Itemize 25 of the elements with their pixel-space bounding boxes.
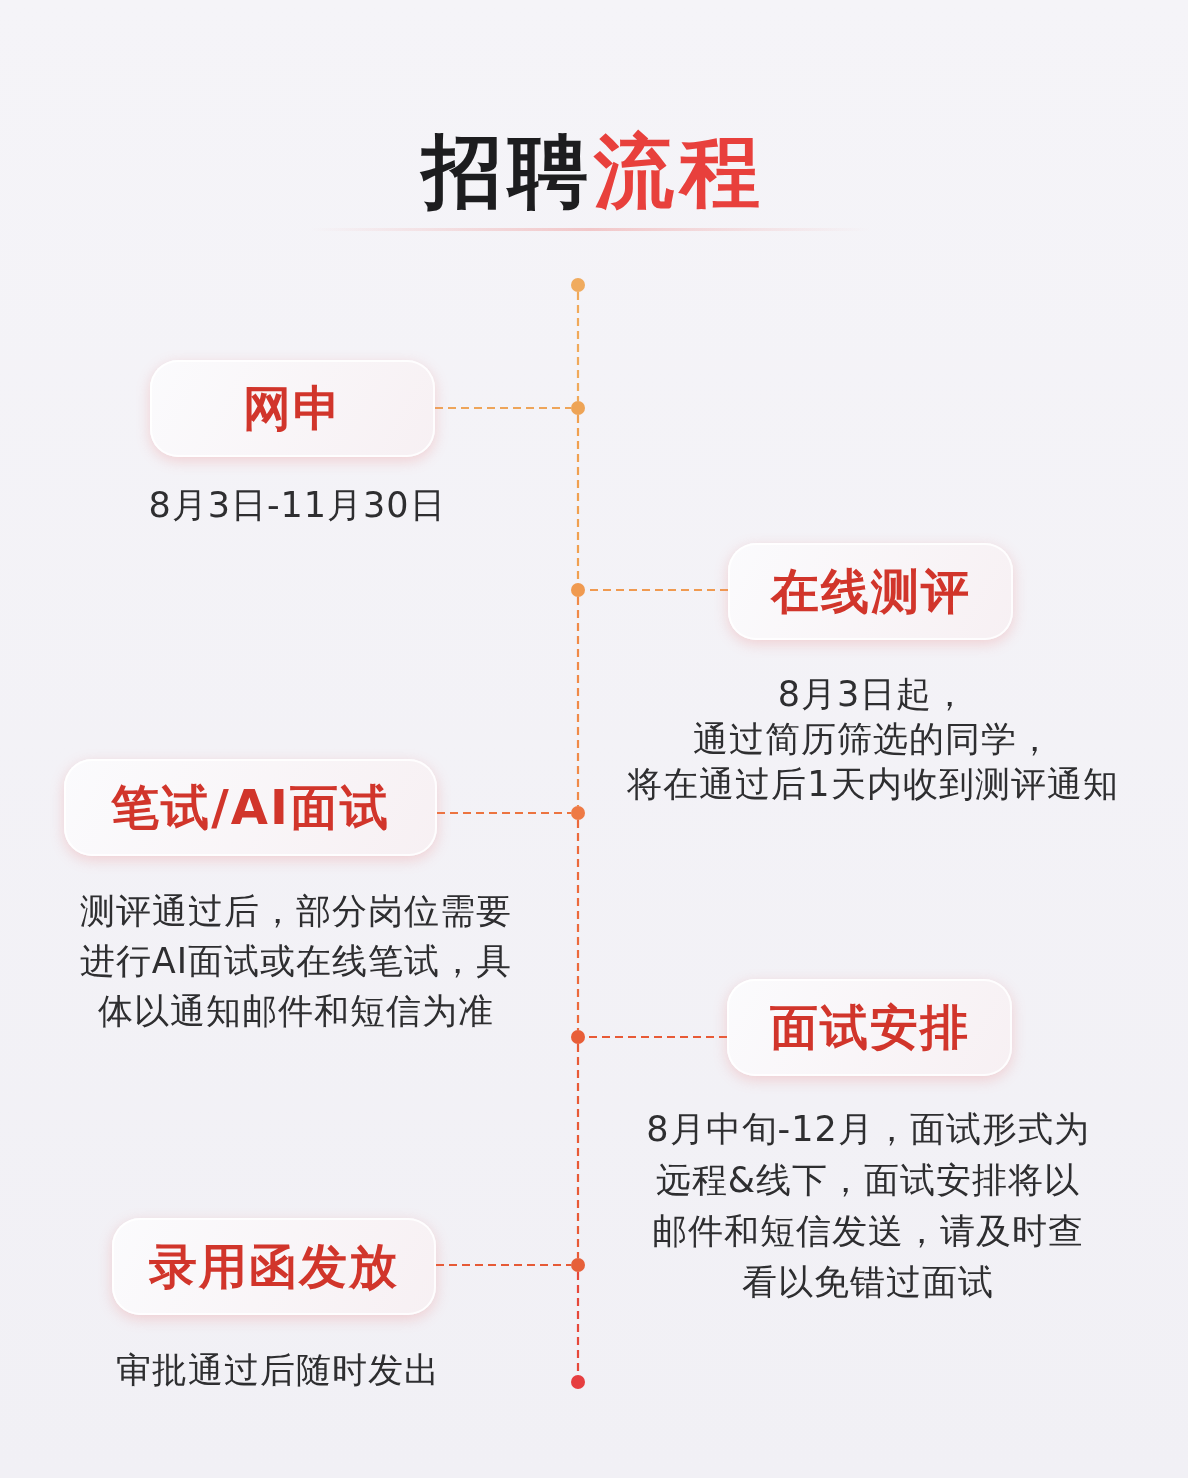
timeline-segment — [576, 1044, 580, 1258]
timeline-dot-icon — [571, 278, 585, 292]
step-box: 录用函发放 — [112, 1218, 436, 1315]
step-box: 在线测评 — [728, 543, 1013, 640]
description-text: 测评通过后，部分岗位需要进行AI面试或在线笔试，具体以通知邮件和短信为准 — [79, 890, 513, 1033]
timeline-dot-icon — [571, 806, 585, 820]
description-text: 8月3日起，通过简历筛选的同学，将在通过后1天内收到测评通知 — [627, 673, 1119, 806]
step-box: 笔试/AI面试 — [64, 759, 437, 856]
connector-line — [437, 811, 571, 815]
timeline-segment — [576, 597, 580, 806]
page-title: 招聘流程 — [422, 124, 766, 220]
step-box: 网申 — [150, 360, 435, 457]
description-text: 审批通过后随时发出 — [116, 1349, 440, 1392]
description-text: 8月中旬-12月，面试形式为远程&线下，面试安排将以邮件和短信发送，请及时查看以免错过面试 — [646, 1108, 1090, 1304]
timeline-dot-icon — [571, 1030, 585, 1044]
timeline-dot-icon — [571, 1258, 585, 1272]
timeline-dot-icon — [571, 401, 585, 415]
date-range-text: 8月3日-11月30日 — [148, 484, 446, 527]
step-box: 面试安排 — [727, 979, 1012, 1076]
timeline-segment — [576, 820, 580, 1030]
connector-line — [435, 406, 571, 410]
timeline-segment — [576, 292, 580, 401]
connector-line — [436, 1263, 571, 1267]
timeline-dot-icon — [571, 1375, 585, 1389]
timeline-dot-icon — [571, 583, 585, 597]
